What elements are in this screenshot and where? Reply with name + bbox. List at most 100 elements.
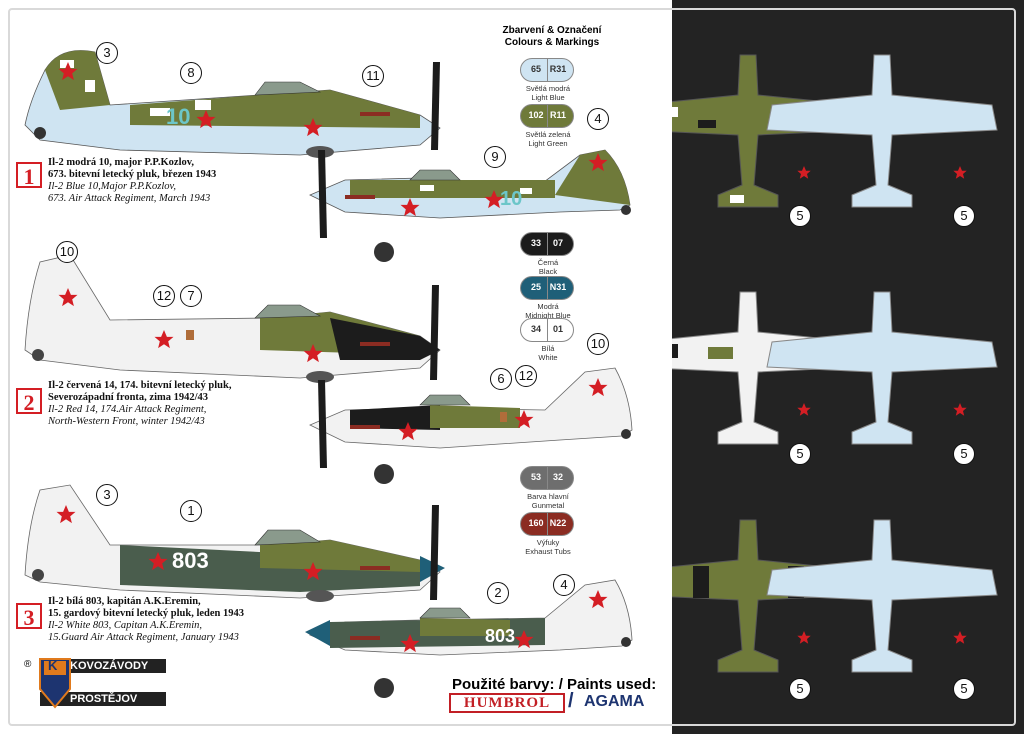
- callout-4: 4: [587, 108, 609, 130]
- paint-name-en: Exhaust Tubs: [525, 547, 571, 556]
- caption-3-cz1: Il-2 bílá 803, kapitán A.K.Eremin,: [48, 596, 201, 607]
- logo-line2: PROSTĚJOV: [40, 692, 166, 706]
- callout-4b: 4: [553, 574, 575, 596]
- callout-5-3a: 5: [789, 678, 811, 700]
- callout-8: 8: [180, 62, 202, 84]
- paint-code-humbrol: 102: [528, 110, 544, 120]
- paint-name-cz: Světlá zelená: [525, 130, 571, 139]
- profile-3-right: 803: [305, 579, 633, 698]
- callout-7: 7: [180, 285, 202, 307]
- paint-code-humbrol: 34: [530, 324, 541, 334]
- logo-line1: KOVOZÁVODY: [40, 659, 166, 673]
- paint-name-en: Gunmetal: [531, 501, 565, 510]
- paint-swatch: 34 01: [520, 318, 574, 342]
- marking-white-803-right: 803: [485, 626, 515, 646]
- caption-1-en2: 673. Air Attack Regiment, March 1943: [48, 193, 211, 204]
- callout-5-3b: 5: [953, 678, 975, 700]
- plan-bottom-3: [766, 519, 998, 673]
- paint-name-en: Black: [538, 267, 558, 276]
- paint-code-humbrol: 33: [530, 238, 541, 248]
- paint-code-agama: N31: [549, 282, 567, 292]
- marking-blue-10: 10: [166, 104, 190, 129]
- colours-title-en: Colours & Markings: [504, 37, 600, 48]
- plan-bottom-2: [766, 291, 998, 445]
- caption-3-en2: 15.Guard Air Attack Regiment, January 19…: [48, 632, 239, 643]
- logo-badge-icon: [39, 658, 71, 709]
- callout-5-1a: 5: [789, 205, 811, 227]
- variant-caption-3: Il-2 bílá 803, kapitán A.K.Eremin, 15. g…: [48, 596, 244, 644]
- paint-code-agama: R11: [549, 110, 566, 120]
- profile-2-right: [309, 367, 633, 484]
- caption-2-cz1: Il-2 červená 14, 174. bitevní letecký pl…: [48, 380, 232, 391]
- paints-used-title: Použité barvy: / Paints used:: [452, 676, 657, 693]
- callout-10b: 10: [587, 333, 609, 355]
- caption-2-cz2: Severozápadní fronta, zima 1942/43: [48, 392, 209, 403]
- callout-11: 11: [362, 65, 384, 87]
- paint-code-agama: N22: [549, 518, 567, 528]
- marking-blue-10-right: 10: [500, 188, 522, 210]
- paint-swatch: 33 07: [520, 232, 574, 256]
- paint-code-humbrol: 65: [530, 64, 541, 74]
- paint-code-humbrol: 53: [530, 472, 541, 482]
- callout-5-2a: 5: [789, 443, 811, 465]
- caption-3-en1: Il-2 White 803, Capitan A.K.Eremin,: [48, 620, 202, 631]
- paint-name-en: Midnight Blue: [525, 311, 571, 320]
- paint-swatch: 65 R31: [520, 58, 574, 82]
- paint-name-en: Light Green: [528, 139, 568, 148]
- paint-name-cz: Výfuky: [536, 538, 560, 547]
- paint-swatch: 25 N31: [520, 276, 574, 300]
- caption-2-en1: Il-2 Red 14, 174.Air Attack Regiment,: [48, 404, 207, 415]
- paints-separator: /: [568, 690, 574, 712]
- paint-name-en: White: [538, 353, 558, 362]
- paint-name-cz: Modrá: [537, 302, 559, 311]
- paint-code-humbrol: 25: [530, 282, 541, 292]
- callout-6: 6: [490, 368, 512, 390]
- paint-name-cz: Černá: [537, 258, 559, 267]
- plan-bottom-1: [766, 54, 998, 208]
- callout-12: 12: [153, 285, 175, 307]
- paint-swatch: 53 32: [520, 466, 574, 490]
- page-frame: [8, 8, 1016, 726]
- callout-1: 1: [180, 500, 202, 522]
- variant-number-3: 3: [16, 603, 42, 630]
- callout-5-2b: 5: [953, 443, 975, 465]
- humbrol-logo: HUMBROL: [449, 693, 565, 713]
- callout-12b: 12: [515, 365, 537, 387]
- aircraft-profiles: 10 10: [24, 50, 633, 698]
- callout-3: 3: [96, 42, 118, 64]
- plan-views: [672, 54, 998, 673]
- paint-code-agama: 32: [552, 472, 563, 482]
- colours-title: Zbarvení & Označení Colours & Markings: [492, 25, 612, 49]
- caption-1-en1: Il-2 Blue 10,Major P.P.Kozlov,: [48, 181, 177, 192]
- paint-name-cz: Bílá: [541, 344, 555, 353]
- profile-2-left: [24, 254, 441, 383]
- callout-2: 2: [487, 582, 509, 604]
- variant-number-1: 1: [16, 162, 42, 189]
- registered-mark: ®: [24, 659, 32, 670]
- paint-code-agama: R31: [549, 64, 567, 74]
- callout-9: 9: [484, 146, 506, 168]
- callout-10: 10: [56, 241, 78, 263]
- paint-code-humbrol: 160: [528, 518, 544, 528]
- profile-1-left: 10: [24, 50, 441, 158]
- marking-white-803: 803: [172, 548, 209, 573]
- agama-logo: AGAMA: [584, 693, 645, 710]
- paint-swatch: 102 R11: [520, 104, 574, 128]
- paint-code-agama: 01: [552, 324, 563, 334]
- paint-name-cz: Světlá modrá: [525, 84, 571, 93]
- logo-badge-letter: K: [48, 658, 58, 673]
- caption-2-en2: North-Western Front, winter 1942/43: [48, 416, 205, 427]
- paint-code-agama: 07: [552, 238, 563, 248]
- profile-3-left: 803: [24, 484, 445, 602]
- variant-number-2: 2: [16, 388, 42, 415]
- profile-1-right: 10: [309, 149, 631, 262]
- caption-1-cz2: 673. bitevní letecký pluk, březen 1943: [48, 169, 217, 180]
- variant-caption-2: Il-2 červená 14, 174. bitevní letecký pl…: [48, 380, 231, 428]
